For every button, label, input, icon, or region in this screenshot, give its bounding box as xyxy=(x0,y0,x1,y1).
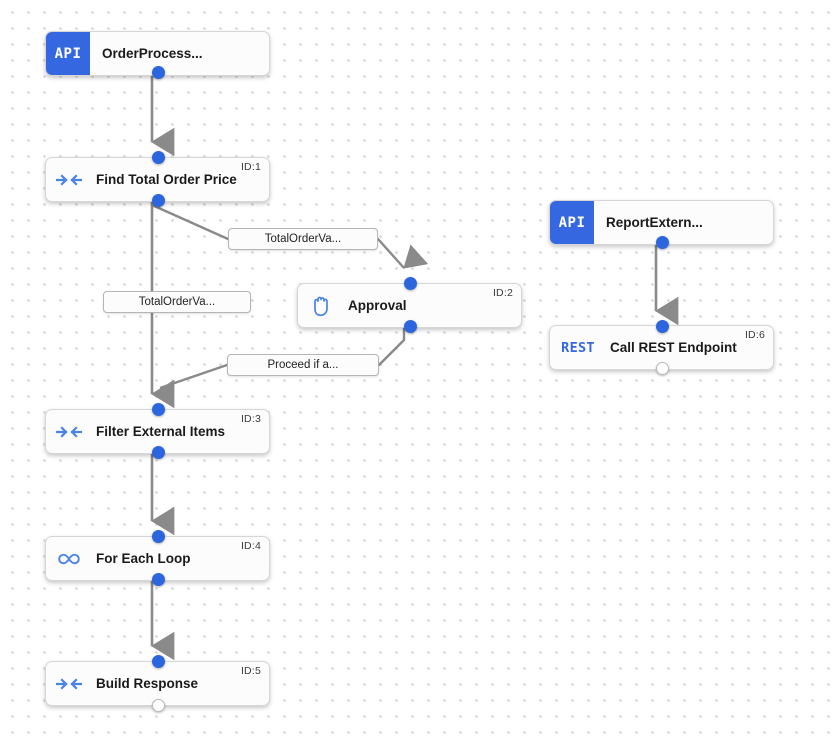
port-output-report-extern[interactable] xyxy=(656,236,669,249)
port-output-order-process[interactable] xyxy=(152,66,165,79)
port-input-for-each-loop[interactable] xyxy=(152,530,165,543)
node-id-tag: ID:1 xyxy=(240,161,261,173)
hand-icon xyxy=(298,295,344,317)
node-title: Call REST Endpoint xyxy=(610,340,737,355)
edge-label-total-order-value-1[interactable]: TotalOrderVa... xyxy=(228,228,378,250)
node-id-tag: ID:4 xyxy=(240,540,261,552)
edge-label-text: Proceed if a... xyxy=(267,359,339,371)
edge-label-total-order-value-2[interactable]: TotalOrderVa... xyxy=(103,291,251,313)
node-id-tag: ID:6 xyxy=(744,329,765,341)
api-badge-label: API xyxy=(54,45,82,62)
port-input-call-rest-endpoint[interactable] xyxy=(656,320,669,333)
node-title: Build Response xyxy=(96,676,199,691)
node-title: Filter External Items xyxy=(96,424,226,439)
port-input-build-response[interactable] xyxy=(152,655,165,668)
edge-label-proceed-if-approved[interactable]: Proceed if a... xyxy=(227,354,379,376)
node-id-tag: ID:3 xyxy=(240,413,261,425)
port-output-for-each-loop[interactable] xyxy=(152,573,165,586)
port-output-filter-external-items[interactable] xyxy=(152,446,165,459)
node-title: For Each Loop xyxy=(96,551,191,566)
node-id-tag: ID:2 xyxy=(492,287,513,299)
api-badge-icon: API xyxy=(46,32,90,75)
rest-text-icon: REST xyxy=(550,340,606,356)
port-output-approval[interactable] xyxy=(404,320,417,333)
port-input-find-total-order-price[interactable] xyxy=(152,151,165,164)
node-title: Approval xyxy=(348,298,407,313)
api-badge-icon: API xyxy=(550,201,594,244)
edge-label-text: TotalOrderVa... xyxy=(264,233,342,245)
node-title: Find Total Order Price xyxy=(96,172,237,187)
merge-arrows-icon xyxy=(46,676,92,692)
port-output-build-response[interactable] xyxy=(152,699,165,712)
rest-text-label: REST xyxy=(561,339,595,356)
port-input-approval[interactable] xyxy=(404,277,417,290)
edge-label-text: TotalOrderVa... xyxy=(138,296,216,308)
port-input-filter-external-items[interactable] xyxy=(152,403,165,416)
node-id-tag: ID:5 xyxy=(240,665,261,677)
merge-arrows-icon xyxy=(46,172,92,188)
node-title: OrderProcess... xyxy=(102,46,203,61)
api-badge-label: API xyxy=(558,214,586,231)
node-build-response[interactable]: Build Response ID:5 xyxy=(45,661,270,706)
port-output-find-total-order-price[interactable] xyxy=(152,194,165,207)
port-output-call-rest-endpoint[interactable] xyxy=(656,362,669,375)
node-order-process[interactable]: API OrderProcess... xyxy=(45,31,270,76)
infinity-loop-icon xyxy=(46,551,92,567)
merge-arrows-icon xyxy=(46,424,92,440)
node-title: ReportExtern... xyxy=(606,215,703,230)
